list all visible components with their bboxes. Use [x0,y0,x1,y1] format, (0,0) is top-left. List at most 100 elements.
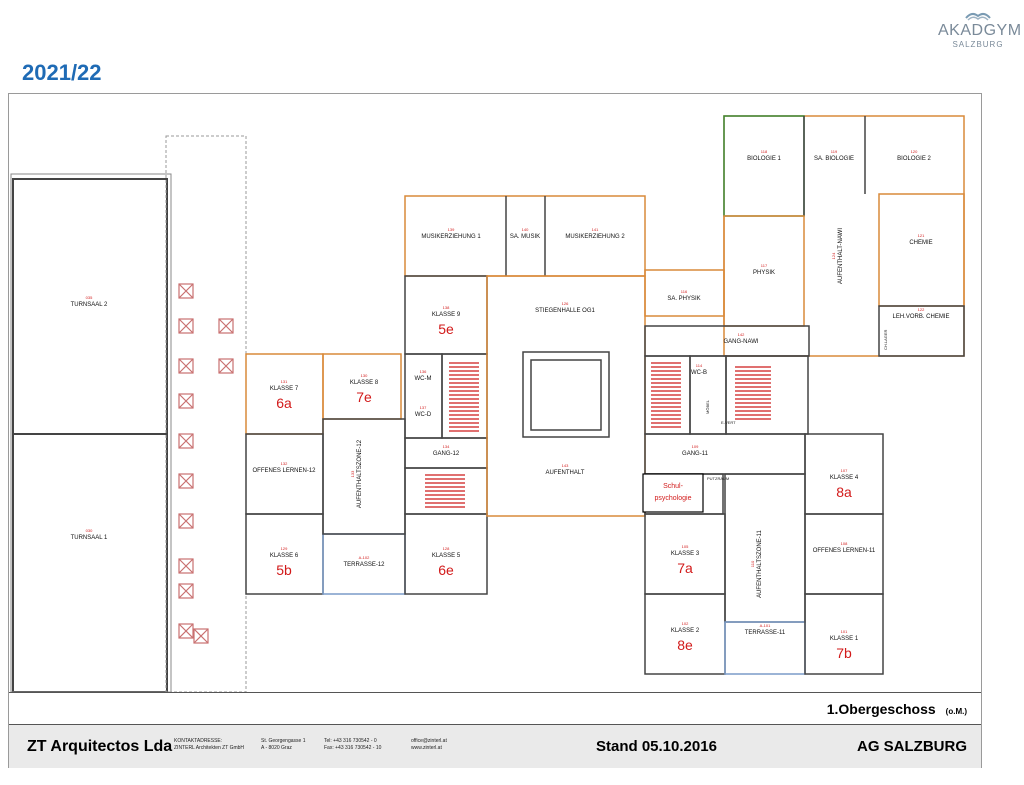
pillar [178,433,194,449]
pillar-cross [218,358,234,374]
pillar-cross [178,283,194,299]
room-number: 109 [692,444,699,449]
pillar-cross [178,318,194,334]
class-label: 8a [836,484,852,500]
class-label: 8e [677,637,693,653]
room-number: 117 [761,263,768,268]
room-number: 140 [522,227,529,232]
room-name: BIOLOGIE 2 [897,156,931,162]
room-name: AUFENTHALTSZONE-11 [757,529,763,597]
room-name: TURNSAAL 2 [71,302,108,308]
room-name: PHYSIK [753,270,775,276]
pillar-cross [178,513,194,529]
logo-name: AKADGYM [938,22,1022,39]
web: www.zinterl.at [411,745,442,751]
room-number: 136 [420,369,427,374]
class-label: 7b [836,645,852,661]
plan-date: Stand 05.10.2016 [596,738,717,755]
room-name: GANG-12 [433,451,460,457]
room-number: 110 [750,560,755,567]
room-number: 139 [448,227,455,232]
contact-block: KONTAKTADRESSE: ZINTERL Architekten ZT G… [174,738,244,752]
room-name: OFFENES LERNEN-12 [252,468,316,474]
room-name: GANG-11 [682,451,709,457]
room-number: 137 [420,405,427,410]
room-number: 124 [831,252,836,259]
pillar [178,318,194,334]
pillar-cross [178,583,194,599]
room-name: SA. MUSIK [510,234,540,240]
pillar [178,558,194,574]
class-label: 7a [677,560,693,576]
address-line1: St. Georgengasse 1 [261,738,306,744]
gym-block [10,173,172,692]
room-number: 128 [443,546,450,551]
schulpsychologie-box: Schul- psychologie [642,473,704,513]
room-name: AUFENTHALTSZONE-12 [357,439,363,508]
email: office@zinterl.at [411,738,447,744]
pillar [178,283,194,299]
room-number: A-102 [359,555,370,560]
room-name: AUFENTHALT [546,470,585,476]
schulpsych-line1: Schul- [663,483,684,490]
pillar [178,393,194,409]
akadgym-logo: AKADGYM SALZBURG [938,8,1022,49]
evert-label: E-VERT [721,420,736,425]
address-block: St. Georgengasse 1 A - 8020 Graz [261,738,305,752]
room-name: KLASSE 2 [671,628,700,634]
floor-band: 1.Obergeschoss(o.M.) [9,692,981,723]
pillar [193,628,209,644]
room-number: 114 [696,363,703,368]
room-name: KLASSE 7 [270,386,299,392]
room-number: 120 [911,149,918,154]
pillar [218,358,234,374]
room-name: AUFENTHALT-NAWI [838,228,844,284]
room-name: TERRASSE-11 [745,630,786,636]
room-number: 143 [562,463,569,468]
pillar [178,623,194,639]
room-number: 134 [443,444,450,449]
pillar [178,358,194,374]
book-icon [965,12,991,21]
pillar-cross [178,558,194,574]
small-labels: MÖBEL PUTZRAUM E-VERT CH.LAGER [705,329,888,481]
contact-label2: ZINTERL Architekten ZT GmbH [174,745,245,751]
fax: Fax: +43 316 730542 - 10 [324,745,382,751]
room-name: GANG-NAWI [723,339,758,345]
room-name: KLASSE 1 [830,636,859,642]
title-block: ZT Arquitectos Lda KONTAKTADRESSE: ZINTE… [9,724,981,768]
room-number: 126 [562,301,569,306]
web-block: office@zinterl.at www.zinterl.at [411,738,447,752]
floor-abbr: (o.M.) [945,707,967,716]
room-number: 108 [841,541,848,546]
class-label: 6a [276,395,292,411]
room-name: LEH.VORB. CHEMIE [892,314,949,320]
school-year-title: 2021/22 [22,60,102,85]
room-number: 105 [682,544,689,549]
room-number: 142 [738,332,745,337]
